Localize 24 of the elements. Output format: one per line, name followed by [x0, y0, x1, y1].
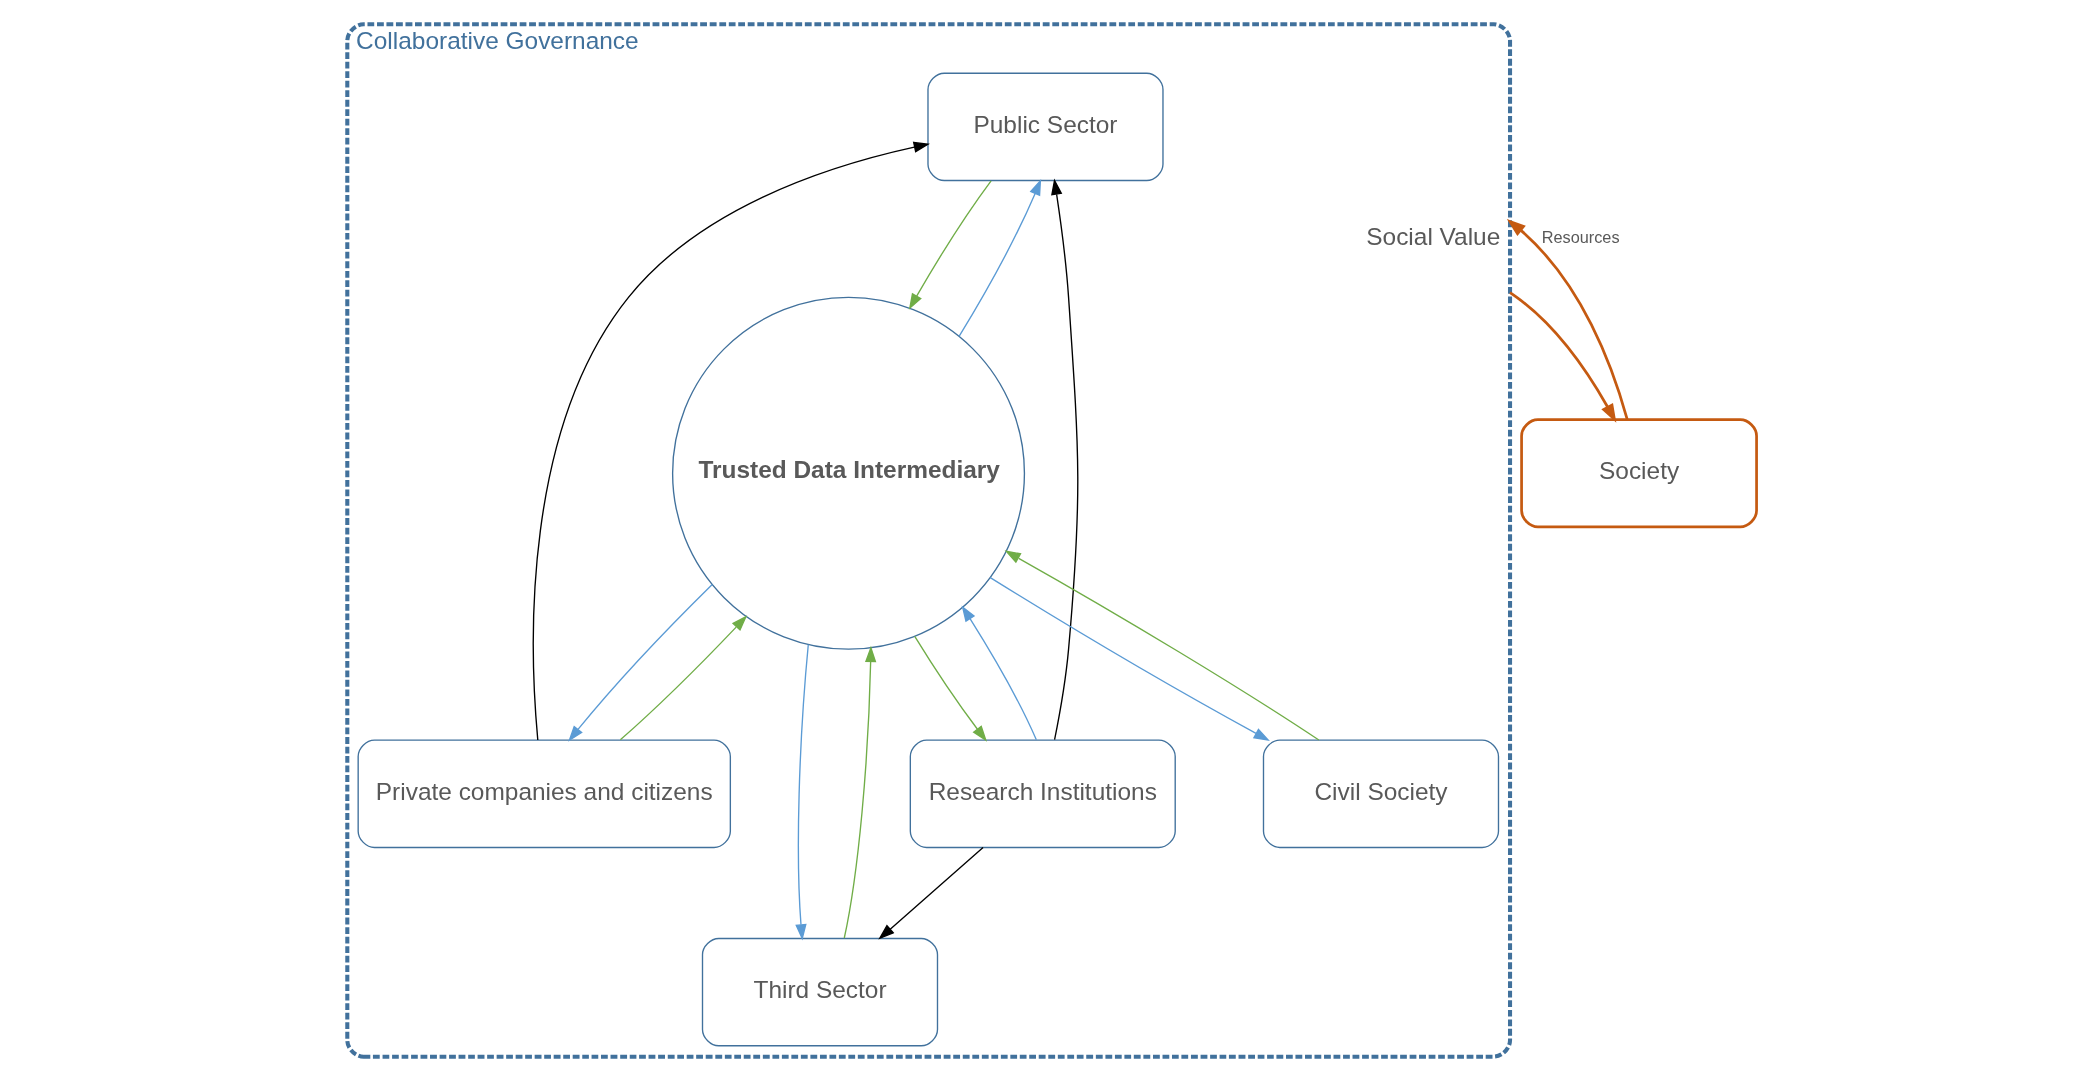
arrow — [878, 846, 984, 940]
node-box: Research Institutions — [909, 739, 1176, 849]
arrow — [843, 645, 877, 939]
arrow — [568, 583, 713, 742]
arrow — [958, 178, 1042, 337]
node-box: Private companies and citizens — [357, 739, 732, 849]
node-box: Public Sector — [927, 72, 1164, 182]
arrow — [1509, 291, 1617, 423]
node-box: Third Sector — [701, 937, 939, 1047]
arrow — [1506, 218, 1629, 420]
arrow — [1004, 550, 1320, 741]
arrow — [532, 141, 930, 741]
arrow — [989, 576, 1270, 741]
arrow — [1051, 178, 1079, 741]
arrow — [908, 180, 992, 310]
edge-label: Resources — [1541, 228, 1620, 247]
arrow — [914, 635, 988, 742]
node-box: Civil Society — [1262, 739, 1500, 849]
arrow — [961, 605, 1037, 741]
arrow — [619, 615, 748, 741]
edge-label: Social Value — [1366, 222, 1501, 250]
arrow — [795, 644, 809, 941]
node-circle: Trusted Data Intermediary — [671, 296, 1026, 650]
node-box: Society — [1520, 418, 1758, 529]
